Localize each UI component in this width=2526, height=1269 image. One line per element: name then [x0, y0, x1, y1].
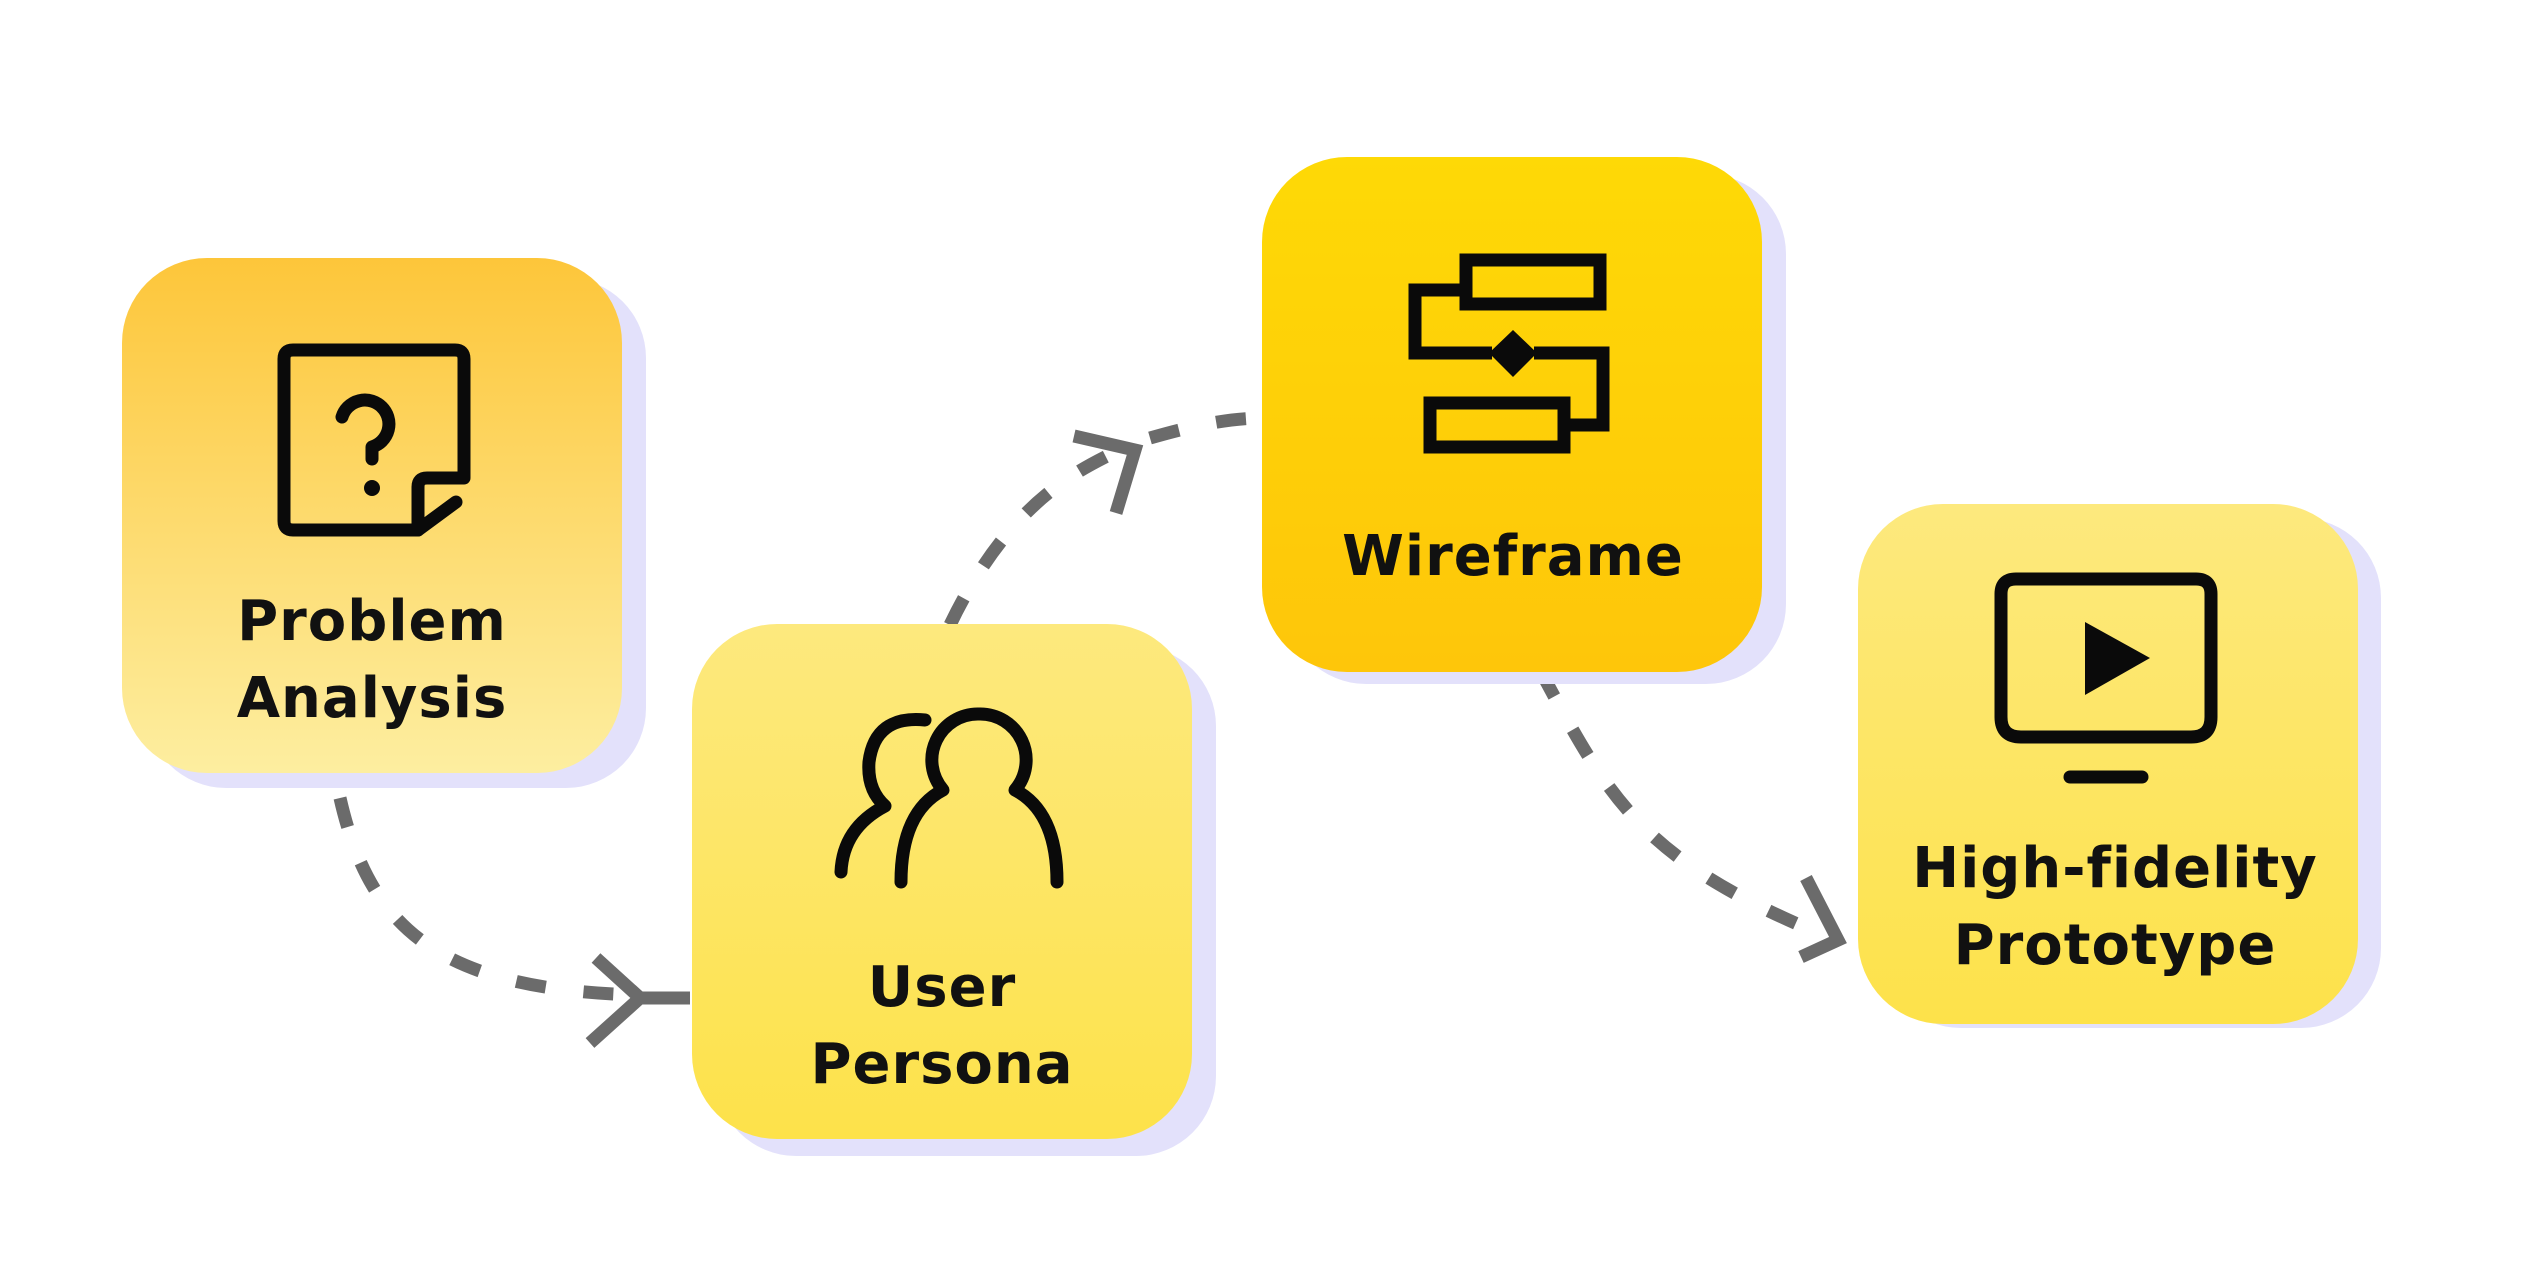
arrowhead	[1072, 429, 1144, 515]
node-label: Analysis	[237, 666, 508, 731]
question-document-icon	[277, 343, 471, 537]
connector-problem-to-persona	[333, 796, 690, 1048]
users-icon	[834, 707, 1064, 889]
node-label: Wireframe	[1342, 524, 1684, 589]
node-label: Problem	[237, 589, 507, 654]
connector-line-tail	[1148, 411, 1266, 445]
node-label: Persona	[810, 1032, 1073, 1097]
card	[692, 624, 1192, 1139]
node-problem-analysis[interactable]: Problem Analysis	[122, 258, 646, 788]
arrowhead	[585, 953, 650, 1048]
node-high-fidelity-prototype[interactable]: High-fidelity Prototype	[1858, 504, 2381, 1028]
card	[1262, 157, 1762, 672]
card	[122, 258, 622, 773]
monitor-play-icon	[1994, 572, 2218, 784]
connector-line	[944, 446, 1118, 628]
card	[1858, 504, 2358, 1024]
node-user-persona[interactable]: User Persona	[692, 624, 1216, 1156]
connector-persona-to-wireframe	[944, 411, 1266, 628]
connector-line	[1534, 666, 1833, 945]
node-wireframe[interactable]: Wireframe	[1262, 157, 1786, 684]
node-label: User	[868, 955, 1016, 1020]
arrowhead	[1798, 875, 1847, 963]
node-label: High-fidelity	[1912, 836, 2318, 901]
connector-wireframe-to-prototype	[1534, 666, 1847, 963]
flowchart-icon	[1408, 253, 1610, 454]
node-label: Prototype	[1954, 913, 2277, 978]
